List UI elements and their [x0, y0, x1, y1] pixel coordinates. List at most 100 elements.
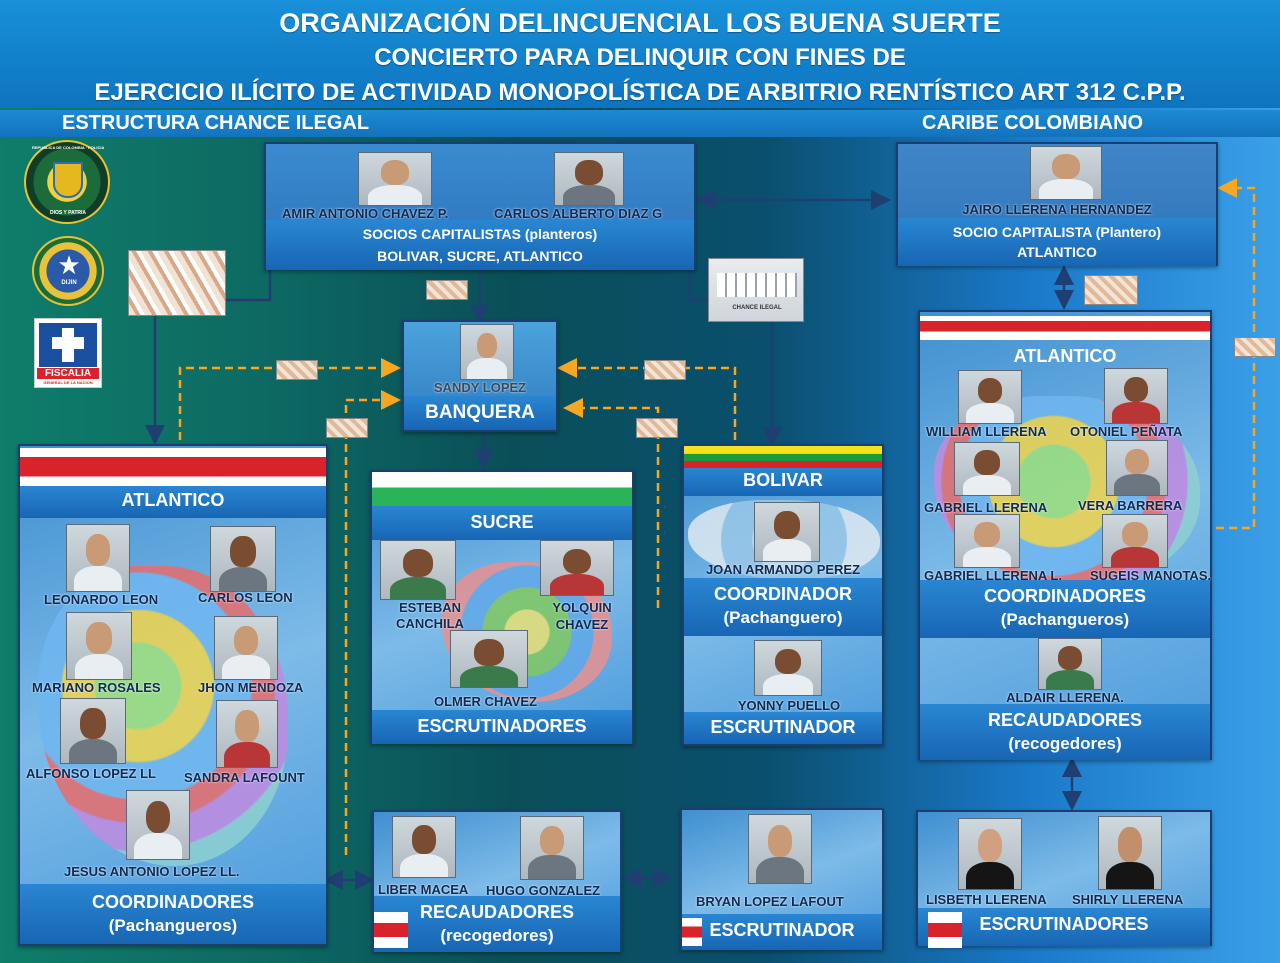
photo-mariano-rosales [66, 612, 132, 680]
atlantico-left-role-band: COORDINADORES (Pachangueros) [20, 884, 326, 944]
money-icon [1234, 337, 1276, 357]
sucre-flag [372, 472, 632, 506]
photo-leonardo-leon [66, 524, 130, 592]
person-canchila: CANCHILA [396, 616, 464, 631]
person-jairo-llerena: JAIRO LLERENA HERNANDEZ [962, 202, 1152, 217]
region-label: CARIBE COLOMBIANO [922, 112, 1144, 134]
person-alfonso-lopez: ALFONSO LOPEZ LL [26, 766, 156, 781]
atlantico-right-flag [920, 316, 1210, 340]
photo-sandra-lafount [216, 700, 278, 768]
photo-carlos-leon [210, 526, 276, 592]
bolivar-coord-band: COORDINADOR (Pachanguero) [684, 578, 882, 636]
sucre-title: SUCRE [470, 512, 534, 532]
atlantico-right-box: ATLANTICO WILLIAM LLERENA OTONIEL PEÑATA… [918, 310, 1212, 760]
sucre-role-band: ESCRUTINADORES [372, 710, 632, 744]
recaudadores-bottom-role-sub: (recogedores) [440, 926, 554, 945]
photo-aldair-llerena [1038, 638, 1102, 690]
escrutinadores-right-role: ESCRUTINADORES [979, 914, 1149, 934]
person-sugeis-manotas: SUGEIS MANOTAS. [1090, 568, 1212, 583]
header-legal-article: EJERCICIO ILÍCITO DE ACTIVIDAD MONOPOLÍS… [94, 79, 1186, 106]
recaudadores-bottom-box: LIBER MACEA HUGO GONZALEZ RECAUDADORES (… [372, 810, 622, 952]
money-icon [326, 418, 368, 438]
atlantico-left-role-sub: (Pachangueros) [108, 916, 238, 935]
person-olmer-chavez: OLMER CHAVEZ [434, 694, 538, 709]
dijin-label: DIJIN [61, 280, 77, 286]
person-jhon-mendoza: JHON MENDOZA [198, 680, 304, 695]
star-icon: ★ [57, 250, 81, 280]
recaudadores-bottom-band: RECAUDADORES (recogedores) [374, 896, 620, 952]
escrutinadores-right-box: LISBETH LLERENA SHIRLY LLERENA ESCRUTINA… [916, 810, 1212, 948]
money-icon [644, 360, 686, 380]
photo-yonny-puello [754, 640, 822, 696]
person-lisbeth-llerena: LISBETH LLERENA [926, 892, 1047, 907]
person-chavez: CHAVEZ [555, 617, 609, 632]
photo-alfonso-lopez [60, 698, 126, 764]
sucre-title-band: SUCRE [372, 506, 632, 540]
person-bryan-lopez: BRYAN LOPEZ LAFOUT [696, 894, 844, 909]
money-icon [1084, 275, 1138, 305]
bolivar-escr-band: ESCRUTINADOR [684, 712, 882, 744]
police-ring-text: REPUBLICA DE COLOMBIA · POLICIA NACIONAL [32, 145, 104, 150]
header-subtitle: CONCIERTO PARA DELINQUIR CON FINES DE [374, 44, 906, 71]
photo-joan-perez [754, 502, 820, 562]
subheader-bar: ESTRUCTURA CHANCE ILEGAL CARIBE COLOMBIA… [0, 110, 1280, 137]
bolivar-box: BOLIVAR JOAN ARMANDO PEREZ COORDINADOR (… [682, 444, 884, 746]
photo-liber-macea [392, 816, 456, 878]
banquera-title-band: BANQUERA [404, 396, 556, 430]
photo-yolquin-chavez [540, 540, 614, 596]
money-icon [426, 280, 468, 300]
atlantico-right-title-band: ATLANTICO [920, 342, 1210, 370]
escrutinador-bottom-box: BRYAN LOPEZ LAFOUT ESCRUTINADOR [680, 808, 884, 950]
fiscalia-emblem-icon [39, 323, 97, 367]
person-yonny-puello: YONNY PUELLO [737, 698, 841, 713]
person-sandy-lopez: SANDY LOPEZ [433, 380, 527, 395]
recaudadores-bottom-role: RECAUDADORES [419, 902, 574, 922]
sucre-role: ESCRUTINADORES [417, 716, 587, 736]
dijin-logo: ★ DIJIN [32, 236, 104, 306]
photo-jesus-lopez [126, 790, 190, 860]
atlantico-right-role2-sub: (recogedores) [1008, 734, 1122, 753]
person-sandra-lafount: SANDRA LAFOUNT [184, 770, 305, 785]
header-banner: ORGANIZACIÓN DELINCUENCIAL LOS BUENA SUE… [0, 0, 1280, 108]
sucre-box: SUCRE ESTEBAN CANCHILA YOLQUIN CHAVEZ OL… [370, 470, 634, 744]
person-shirly-llerena: SHIRLY LLERENA [1072, 892, 1184, 907]
money-icon [636, 418, 678, 438]
atlantico-right-title: ATLANTICO [1013, 346, 1117, 366]
money-flow-lines [178, 178, 1256, 855]
person-yolquin: YOLQUIN [552, 600, 612, 615]
shield-icon [53, 162, 83, 198]
atlantico-left-box: ATLANTICO LEONARDO LEON CARLOS LEON MARI… [18, 444, 328, 946]
photo-shirly-llerena [1098, 816, 1162, 890]
person-mariano-rosales: MARIANO ROSALES [32, 680, 161, 695]
bolivar-flag [684, 446, 882, 468]
socio-caribe-region: ATLANTICO [1017, 244, 1097, 260]
person-joan-perez: JOAN ARMANDO PEREZ [705, 562, 861, 577]
photo-amir-chavez [358, 152, 432, 206]
escrutinador-bottom-band: ESCRUTINADOR [682, 914, 882, 950]
person-gabriel-llerena-l: GABRIEL LLERENA L. [924, 568, 1062, 583]
photo-olmer-chavez [450, 630, 528, 688]
photo-jhon-mendoza [214, 616, 278, 680]
photo-esteban-canchila [380, 540, 456, 600]
person-otoniel-penata: OTONIEL PEÑATA [1070, 424, 1183, 439]
bolivar-escr-role: ESCRUTINADOR [710, 717, 856, 737]
bolivar-coord-role-sub: (Pachanguero) [723, 608, 843, 627]
person-carlos-diaz: CARLOS ALBERTO DIAZ G [494, 206, 663, 221]
socio-caribe-title: SOCIO CAPITALISTA (Plantero) [952, 224, 1162, 240]
atlantico-right-role: COORDINADORES [983, 586, 1146, 606]
person-gabriel-llerena: GABRIEL LLERENA [924, 500, 1048, 515]
socios-title: SOCIOS CAPITALISTAS (planteros) [362, 226, 598, 242]
money-photo [128, 250, 226, 316]
police-seal-logo: REPUBLICA DE COLOMBIA · POLICIA NACIONAL… [24, 140, 110, 224]
atlantico-right-coord-band: COORDINADORES (Pachangueros) [920, 580, 1210, 638]
header-title: ORGANIZACIÓN DELINCUENCIAL LOS BUENA SUE… [279, 8, 1001, 38]
person-aldair-llerena: ALDAIR LLERENA. [1006, 690, 1124, 705]
person-liber-macea: LIBER MACEA [378, 882, 469, 897]
banquera-box: SANDY LOPEZ BANQUERA [402, 320, 558, 432]
photo-vera-barrera [1106, 440, 1168, 496]
bolivar-title: BOLIVAR [743, 470, 823, 490]
photo-carlos-diaz [554, 152, 624, 206]
photo-jairo-llerena [1030, 146, 1102, 200]
socio-caribe-title-band: SOCIO CAPITALISTA (Plantero) ATLANTICO [898, 218, 1216, 266]
atlantico-left-title-band: ATLANTICO [20, 486, 326, 518]
